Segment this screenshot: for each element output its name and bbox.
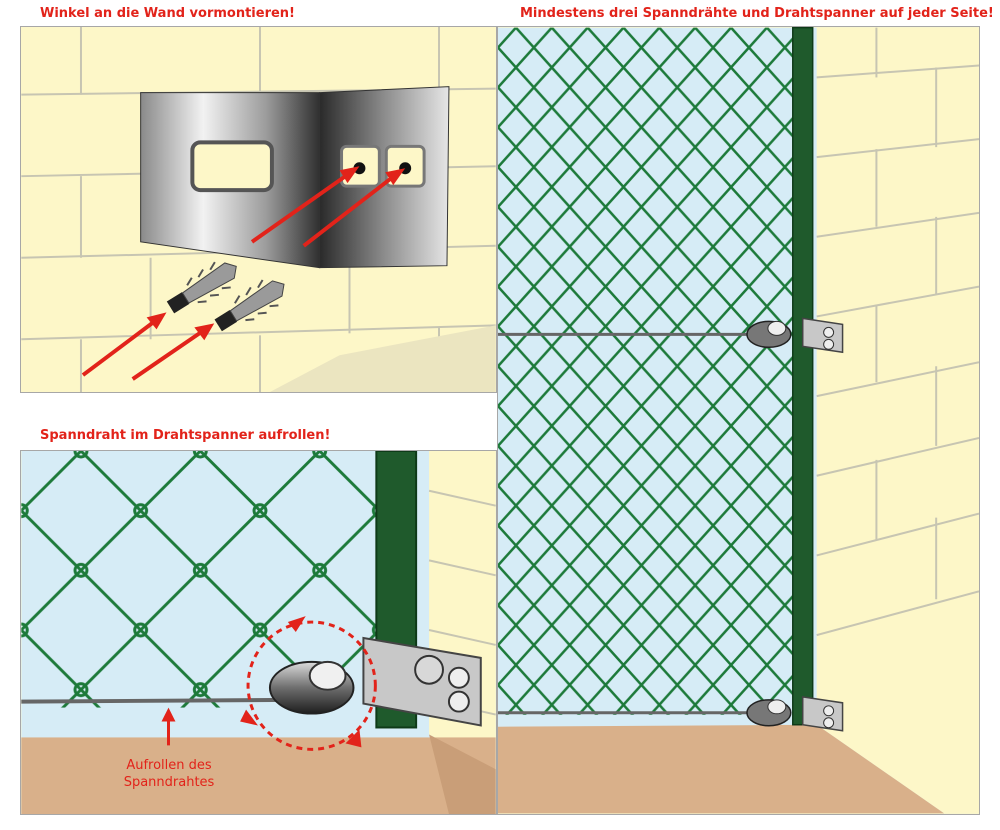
full-fence-illustration bbox=[498, 27, 979, 814]
rotation-arrowhead-left bbox=[240, 709, 259, 726]
callout-line-2: Spanndrahtes bbox=[123, 775, 215, 790]
rotation-circle bbox=[246, 620, 377, 751]
callout-line-1: Aufrollen des bbox=[126, 758, 212, 773]
wall-plug-dowels bbox=[166, 261, 285, 332]
panel-wall-bracket bbox=[20, 26, 497, 393]
ground bbox=[498, 724, 945, 814]
mounting-arrows bbox=[81, 166, 406, 381]
angle-bracket bbox=[140, 86, 450, 269]
chain-link-mesh bbox=[498, 27, 797, 715]
fence-post bbox=[792, 27, 814, 726]
wall-bracket-illustration bbox=[21, 27, 496, 392]
panel-full-fence bbox=[497, 26, 980, 815]
rotation-arrowhead-bottom bbox=[345, 729, 362, 748]
wire-tensioner-middle bbox=[746, 317, 844, 354]
callout-roll-up: Aufrollen des Spanndrahtes bbox=[111, 757, 227, 791]
callout-arrow bbox=[161, 707, 176, 746]
rotation-arrowhead-top bbox=[287, 616, 306, 633]
right-wall-bricks bbox=[816, 27, 979, 637]
wire-tensioner-illustration bbox=[21, 451, 496, 814]
wire-tensioner bbox=[268, 636, 482, 727]
panel-wire-tensioner: Aufrollen des Spanndrahtes bbox=[20, 450, 497, 815]
caption-roll-up-wire: Spanndraht im Drahtspanner aufrollen! bbox=[40, 428, 331, 443]
caption-three-tension-wires: Mindestens drei Spanndrähte und Drahtspa… bbox=[520, 6, 994, 21]
wire-tensioner-bottom bbox=[746, 695, 844, 732]
caption-mount-bracket: Winkel an die Wand vormontieren! bbox=[40, 6, 295, 21]
